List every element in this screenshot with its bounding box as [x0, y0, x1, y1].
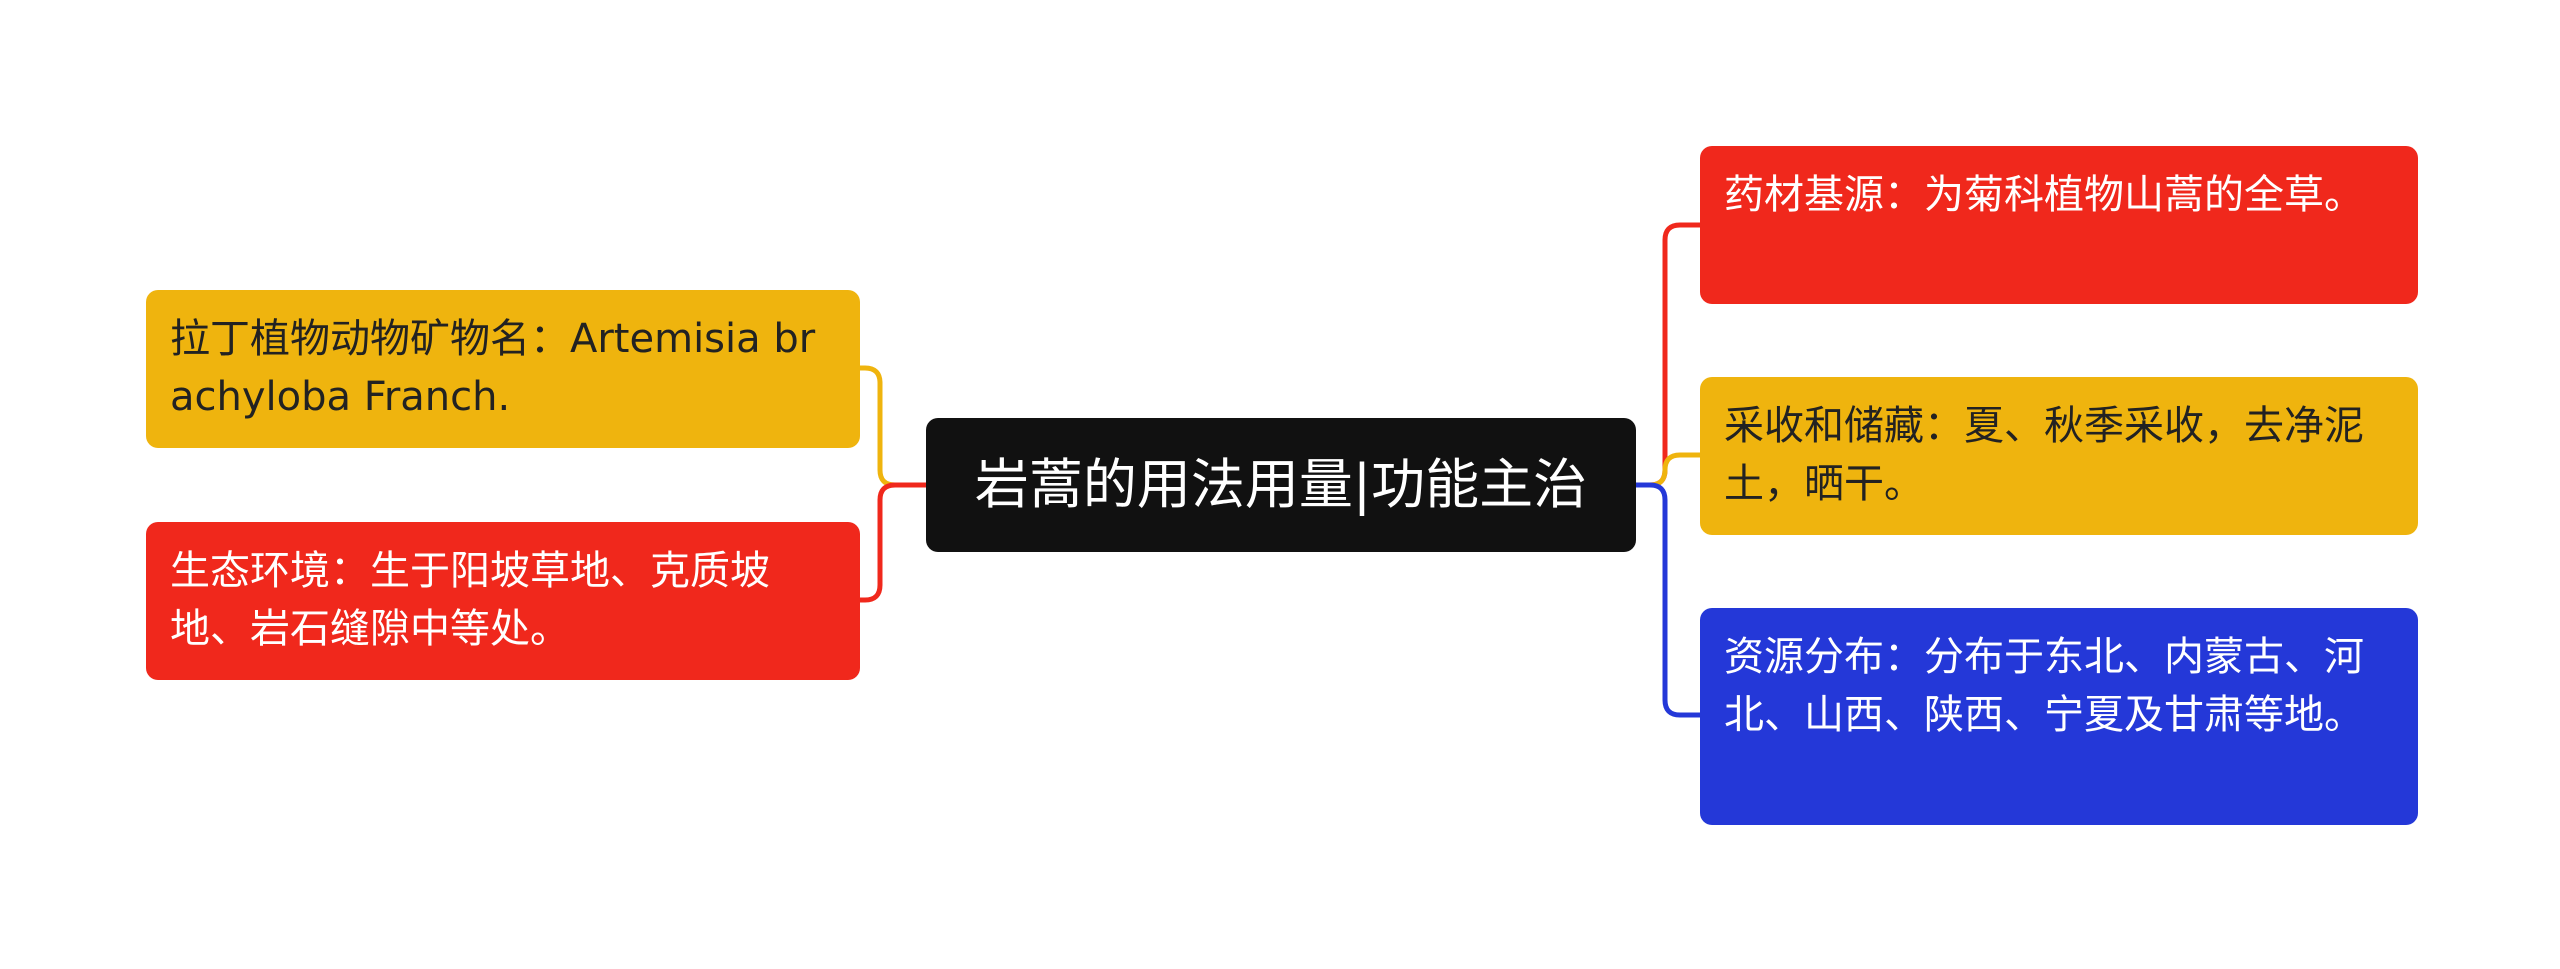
connector-left-2	[860, 482, 926, 603]
branch-node-text: 药材基源：为菊科植物山蒿的全草。	[1724, 172, 2364, 218]
branch-node-text: 资源分布：分布于东北、内蒙古、河北、山西、陕西、宁夏及甘肃等地。	[1724, 634, 2364, 738]
connector-right-2	[1636, 452, 1700, 488]
central-topic[interactable]: 岩蒿的用法用量|功能主治	[926, 418, 1636, 552]
branch-node-text: 生态环境：生于阳坡草地、克质坡地、岩石缝隙中等处。	[170, 548, 770, 652]
branch-node-text: 采收和储藏：夏、秋季采收，去净泥土，晒干。	[1724, 403, 2364, 507]
branch-node-text: 拉丁植物动物矿物名：Artemisia brachyloba Franch.	[170, 316, 816, 420]
connector-left-1	[860, 365, 926, 488]
branch-node-latin-name[interactable]: 拉丁植物动物矿物名：Artemisia brachyloba Franch.	[146, 290, 860, 448]
branch-node-habitat[interactable]: 生态环境：生于阳坡草地、克质坡地、岩石缝隙中等处。	[146, 522, 860, 680]
connector-right-3	[1636, 482, 1700, 718]
branch-node-distribution[interactable]: 资源分布：分布于东北、内蒙古、河北、山西、陕西、宁夏及甘肃等地。	[1700, 608, 2418, 825]
branch-node-harvest[interactable]: 采收和储藏：夏、秋季采收，去净泥土，晒干。	[1700, 377, 2418, 535]
branch-node-source[interactable]: 药材基源：为菊科植物山蒿的全草。	[1700, 146, 2418, 304]
connector-right-1	[1636, 222, 1700, 488]
